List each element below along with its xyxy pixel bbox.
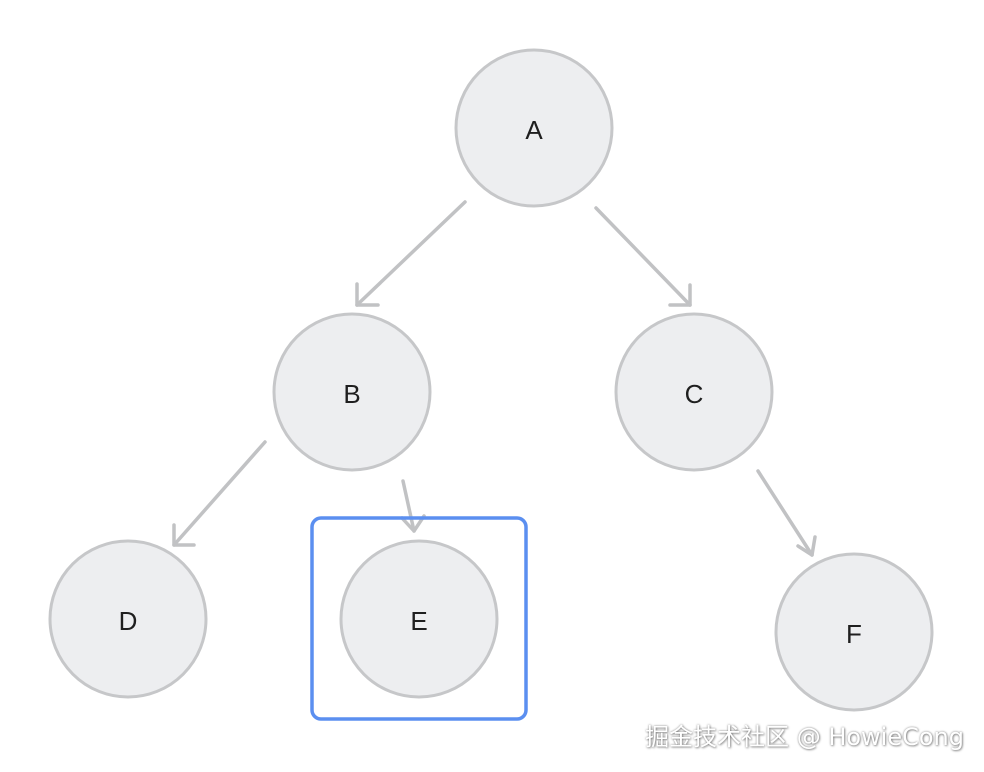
node-e[interactable]: E [339,539,499,699]
watermark-text: 掘金技术社区 @ HowieCong [645,723,964,751]
node-c[interactable]: C [614,312,774,472]
edge-b-e [400,479,426,533]
node-a[interactable]: A [454,48,614,208]
node-f-label: F [846,619,862,649]
node-b-label: B [343,379,360,409]
node-a-label: A [525,115,543,145]
edge-b-d [172,440,267,547]
node-d[interactable]: D [48,539,208,699]
edge-a-c [594,206,692,307]
node-d-label: D [119,606,138,636]
selection-highlight-box [310,516,528,721]
node-c-label: C [685,379,704,409]
edge-a-b [355,200,467,307]
node-b[interactable]: B [272,312,432,472]
node-e-label: E [410,606,427,636]
edge-c-f [756,469,817,557]
node-f[interactable]: F [774,552,934,712]
